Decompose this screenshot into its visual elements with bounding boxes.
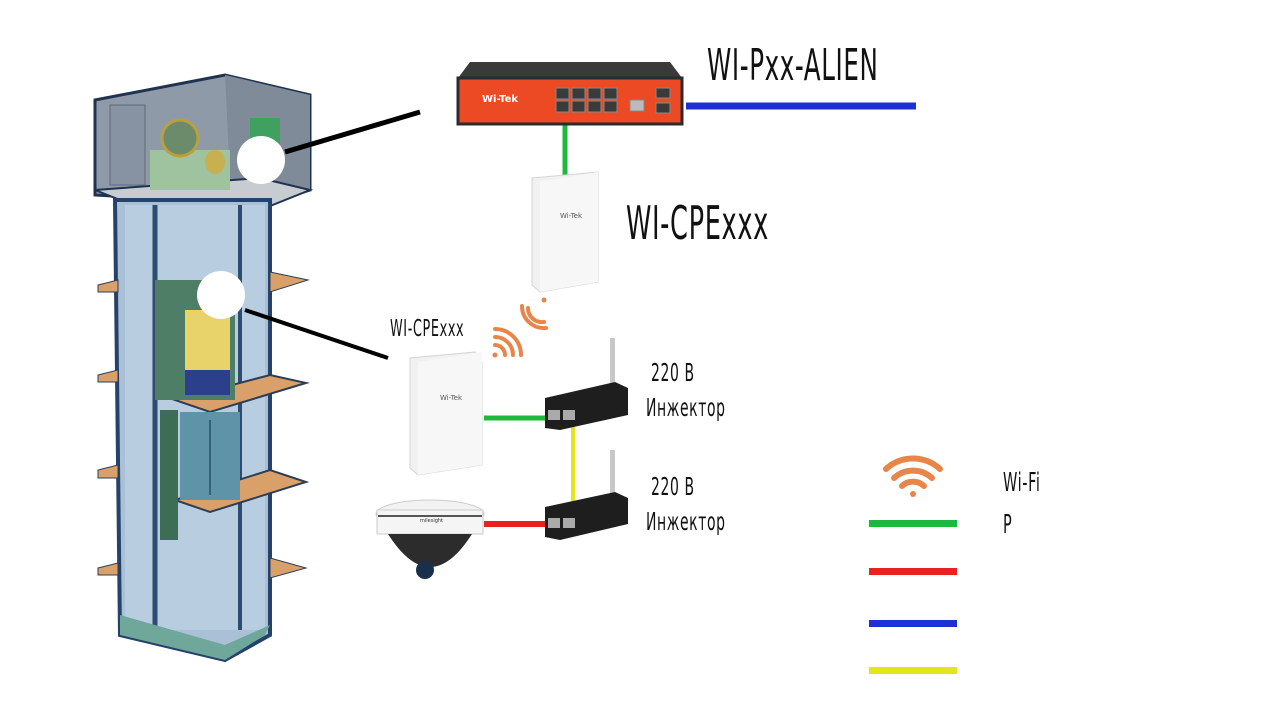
- marker-machine-room: [237, 136, 285, 184]
- pointer-line-switch: [284, 109, 421, 155]
- wifi-signal-bottom: [492, 327, 523, 358]
- shaft: [97, 198, 310, 663]
- cpe-bottom-model-label: WI-CPExxx: [390, 316, 465, 342]
- cpe-top-model-label: WI-CPExxx: [626, 196, 769, 250]
- wifi-icon: [883, 455, 943, 497]
- cpe-bottom: [409, 351, 483, 476]
- switch-brand-label: Wi-Tek: [482, 94, 519, 105]
- switch-model-label: WI-Pxx-ALIEN: [707, 40, 879, 91]
- pointer-line-cpe: [244, 308, 389, 360]
- poe-injector-1: [545, 382, 628, 430]
- legend-line-yellow: [869, 667, 957, 674]
- injector-1-name-label: Инжектор: [646, 393, 726, 422]
- poe-injector-2: [545, 492, 628, 540]
- dome-camera: [375, 499, 485, 579]
- legend-line-green: [869, 520, 957, 527]
- injector-2-power-label: 220 В: [651, 472, 695, 501]
- legend-line-blue: [869, 620, 957, 627]
- wifi-signal-top: [519, 297, 548, 331]
- injector-2-name-label: Инжектор: [646, 507, 726, 536]
- legend-label-wifi: Wi-Fi: [1003, 468, 1041, 498]
- marker-cabin: [197, 271, 245, 319]
- camera-brand-label: milesight: [420, 518, 444, 524]
- cpe-top-brand-label: Wi-Tek: [560, 212, 583, 220]
- cpe-bottom-brand-label: Wi-Tek: [440, 394, 463, 402]
- cpe-top: [531, 171, 599, 293]
- legend-label-green: P: [1003, 510, 1013, 540]
- injector-1-power-label: 220 В: [651, 358, 695, 387]
- antenna-2: [610, 450, 615, 502]
- antenna-1: [610, 338, 615, 390]
- poe-switch: [456, 62, 684, 126]
- legend-line-red: [869, 568, 957, 575]
